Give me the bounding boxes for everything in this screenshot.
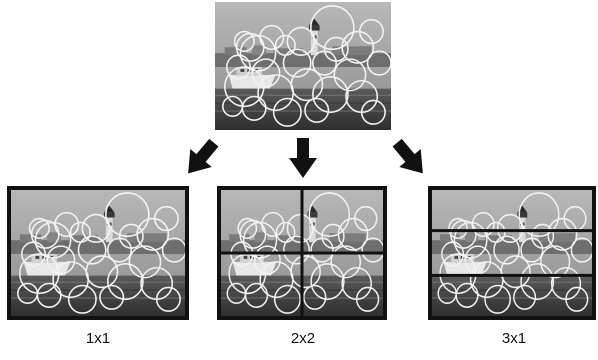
arrow-down-icon xyxy=(289,138,317,178)
panel-2x2 xyxy=(217,186,387,320)
panel-1x1 xyxy=(7,186,189,320)
source-image xyxy=(215,2,391,130)
panel-3x1 xyxy=(428,186,596,320)
panel-image xyxy=(431,189,593,317)
caption-1x1: 1x1 xyxy=(85,330,111,347)
caption-3x1: 3x1 xyxy=(501,330,527,347)
caption-2x2: 2x2 xyxy=(290,330,316,347)
grid-panels xyxy=(7,186,596,320)
panel-frame xyxy=(7,186,189,320)
arrow-down-left-icon xyxy=(188,138,219,174)
panel-frame xyxy=(428,186,596,320)
panel-image xyxy=(10,189,186,317)
arrow-down-right-icon xyxy=(392,138,423,174)
